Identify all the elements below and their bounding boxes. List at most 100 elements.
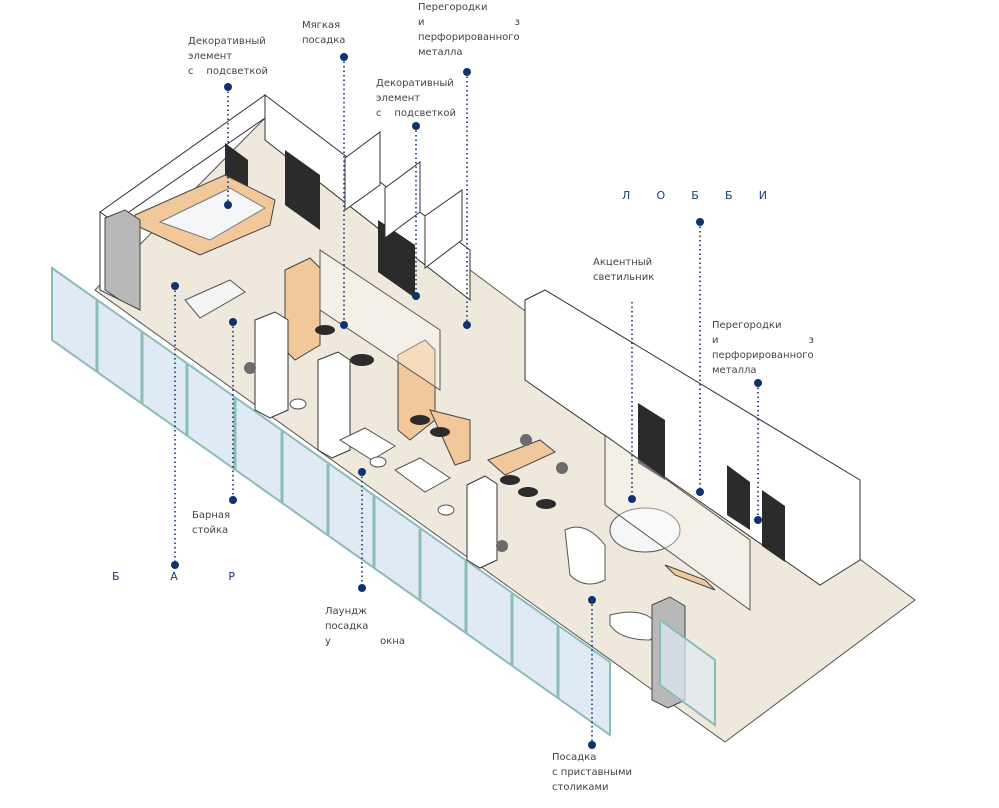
marker-decor-left-end — [224, 201, 232, 209]
lounge-sofa — [338, 427, 396, 461]
door — [285, 150, 320, 230]
marker-soft-seating — [340, 53, 348, 61]
door — [378, 220, 415, 298]
callout-partition-right: Перегородки и з перфорированного металла — [712, 318, 814, 378]
zone-lobby-letter: Л — [622, 189, 632, 202]
leader-lines — [174, 57, 759, 745]
wood-bench — [429, 409, 471, 466]
lobby-glass-partition — [604, 434, 751, 611]
wall-pier — [344, 131, 381, 211]
callout-markers — [171, 53, 762, 749]
plant-icons — [244, 362, 568, 552]
callout-side-tables: Посадка с приставными столиками — [552, 750, 632, 795]
glass-partition — [319, 249, 441, 391]
stone-column — [104, 209, 141, 311]
callout-line: элемент — [188, 51, 233, 62]
callout-line: у окна — [325, 636, 405, 647]
callout-line: Перегородки — [712, 320, 782, 331]
marker-lounge-start — [358, 468, 366, 476]
curved-sofa — [609, 611, 661, 641]
marker-side-tables-start — [588, 596, 596, 604]
white-column — [466, 475, 498, 569]
marker-bar-start — [171, 282, 179, 290]
side-table — [437, 504, 455, 516]
callout-line: Акцентный — [593, 257, 653, 268]
zone-lobby-letter: Б — [725, 189, 734, 202]
callout-line: Перегородки — [418, 2, 488, 13]
callout-decor-left: Декоративный элемент с подсветкой — [188, 34, 268, 79]
callout-line: столиками — [552, 782, 609, 793]
marker-bar — [171, 561, 179, 569]
lobby-door — [727, 465, 750, 530]
bar-counter — [184, 279, 246, 319]
marker-side-tables — [588, 741, 596, 749]
zone-lobby-letter: Б — [691, 189, 700, 202]
callout-soft-seating: Мягкая посадка — [302, 18, 384, 48]
callout-line: Лаундж — [325, 606, 368, 617]
marker-partition-right — [754, 379, 762, 387]
callout-line: с приставными — [552, 767, 632, 778]
callout-line: светильник — [593, 272, 655, 283]
lounge-sofa — [394, 457, 451, 493]
callout-partition-top: Перегородки и з перфорированного металла — [418, 0, 520, 60]
callout-line: с подсветкой — [188, 66, 268, 77]
curved-sofa — [564, 526, 606, 585]
marker-lobby-end — [696, 488, 704, 496]
decor-glass — [158, 187, 267, 241]
callout-lounge: Лаундж посадка у окна — [325, 604, 405, 649]
marker-lounge — [358, 584, 366, 592]
accent-light-pod — [609, 507, 681, 553]
white-column — [317, 351, 351, 459]
zone-lobby-letter: И — [758, 189, 768, 202]
callout-line: металла — [418, 47, 463, 58]
lobby-door — [638, 403, 665, 480]
callout-accent-light: Акцентный светильник — [593, 255, 679, 285]
lobby-door — [762, 490, 785, 562]
callout-line: с подсветкой — [376, 108, 456, 119]
callout-bar-counter: Барная стойка — [192, 508, 272, 538]
callout-line: элемент — [376, 93, 421, 104]
side-table — [369, 456, 387, 468]
zone-bar-label: Б А Р — [112, 570, 236, 583]
wood-bench-lobby — [664, 564, 716, 591]
entrance-glass — [659, 618, 716, 727]
marker-bar-counter — [229, 496, 237, 504]
high-table — [487, 439, 556, 476]
callout-line: стойка — [192, 525, 229, 536]
wall-pier — [384, 161, 421, 239]
wood-partition — [284, 257, 321, 361]
callout-line: и з — [712, 335, 814, 346]
marker-partition-top — [463, 68, 471, 76]
zone-bar-letter: Р — [228, 570, 236, 583]
callout-line: посадка — [302, 35, 346, 46]
callout-line: перфорированного — [712, 350, 814, 361]
zone-lobby-label: Л О Б Б И — [622, 189, 768, 202]
marker-decor-mid — [412, 122, 420, 130]
callout-line: посадка — [325, 621, 369, 632]
marker-accent-light — [628, 495, 636, 503]
wall-pier — [424, 189, 463, 270]
marker-partition-right-end — [754, 516, 762, 524]
zone-bar-letter: Б — [112, 570, 121, 583]
marker-lobby — [696, 218, 704, 226]
callout-line: Барная — [192, 510, 231, 521]
white-column — [254, 311, 289, 419]
callout-line: перфорированного — [418, 32, 520, 43]
marker-soft-seating-end — [340, 321, 348, 329]
zone-bar-letter: А — [170, 570, 179, 583]
facade-mullions — [95, 300, 560, 698]
callout-line: Мягкая — [302, 20, 341, 31]
marker-decor-left — [224, 83, 232, 91]
marker-bar-counter-start — [229, 318, 237, 326]
callout-line: Декоративный — [376, 78, 454, 89]
marker-partition-top-end — [463, 321, 471, 329]
side-table — [289, 398, 307, 410]
callout-line: Посадка — [552, 752, 597, 763]
callout-decor-mid: Декоративный элемент с подсветкой — [376, 76, 456, 121]
glass-facade — [51, 266, 611, 737]
callout-line: Декоративный — [188, 36, 266, 47]
callout-line: и з — [418, 17, 520, 28]
marker-decor-mid-end — [412, 292, 420, 300]
zone-lobby-letter: О — [656, 189, 667, 202]
bar-stools — [315, 325, 556, 509]
